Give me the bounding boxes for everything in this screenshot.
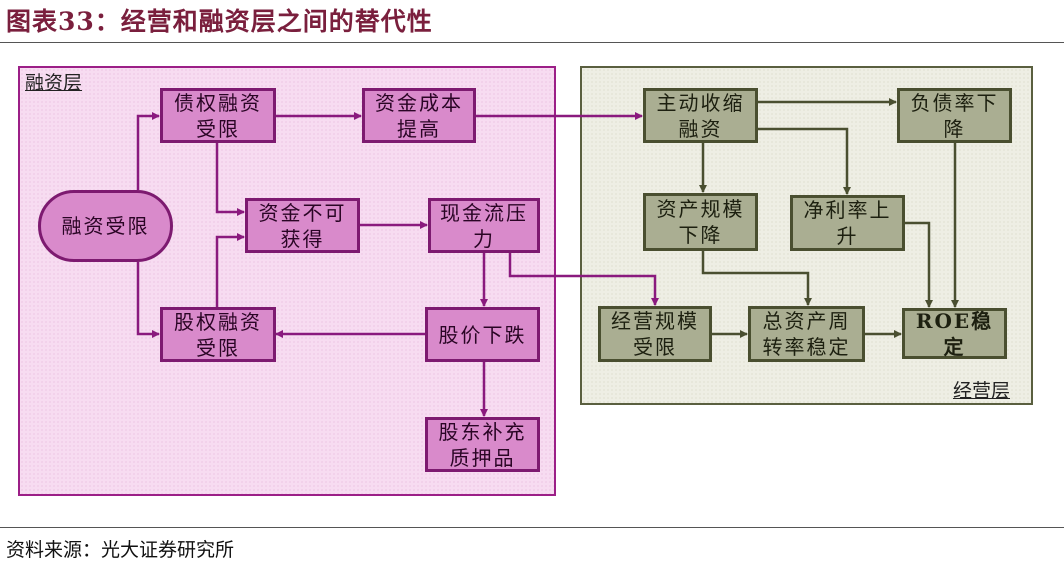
node-asset-turnover-stable: 总资产周转率稳定 — [748, 306, 865, 362]
source-divider — [0, 527, 1064, 528]
node-funds-unavailable: 资金不可获得 — [245, 198, 360, 253]
title-divider — [0, 42, 1064, 43]
node-debt-financing-limited: 债权融资受限 — [160, 88, 276, 143]
node-equity-financing-limited: 股权融资受限 — [160, 307, 276, 362]
node-shrink-financing: 主动收缩融资 — [643, 88, 758, 143]
operations-layer-label: 经营层 — [953, 380, 1011, 402]
node-cash-flow-pressure: 现金流压力 — [428, 198, 540, 253]
node-roe-stable: ROE稳定 — [902, 308, 1007, 359]
figure-title: 图表33：经营和融资层之间的替代性 — [6, 7, 433, 36]
finance-layer-label: 融资层 — [25, 72, 83, 94]
node-add-collateral: 股东补充质押品 — [425, 417, 540, 472]
arrow — [701, 251, 812, 306]
node-stock-price-drop: 股价下跌 — [425, 307, 540, 362]
arrow — [508, 253, 659, 306]
arrow — [215, 143, 245, 216]
node-funding-cost-up: 资金成本提高 — [362, 88, 476, 143]
arrow — [136, 112, 160, 190]
node-leverage-down: 负债率下降 — [897, 88, 1012, 143]
node-assets-down: 资产规模下降 — [643, 193, 758, 251]
source-note: 资料来源：光大证券研究所 — [6, 539, 235, 561]
arrow — [905, 221, 933, 308]
node-financing-limited: 融资受限 — [38, 190, 173, 262]
arrow — [758, 127, 851, 195]
arrow — [136, 262, 160, 338]
arrow — [215, 233, 245, 307]
node-operations-limited: 经营规模受限 — [598, 306, 712, 362]
node-margin-up: 净利率上升 — [790, 195, 905, 251]
